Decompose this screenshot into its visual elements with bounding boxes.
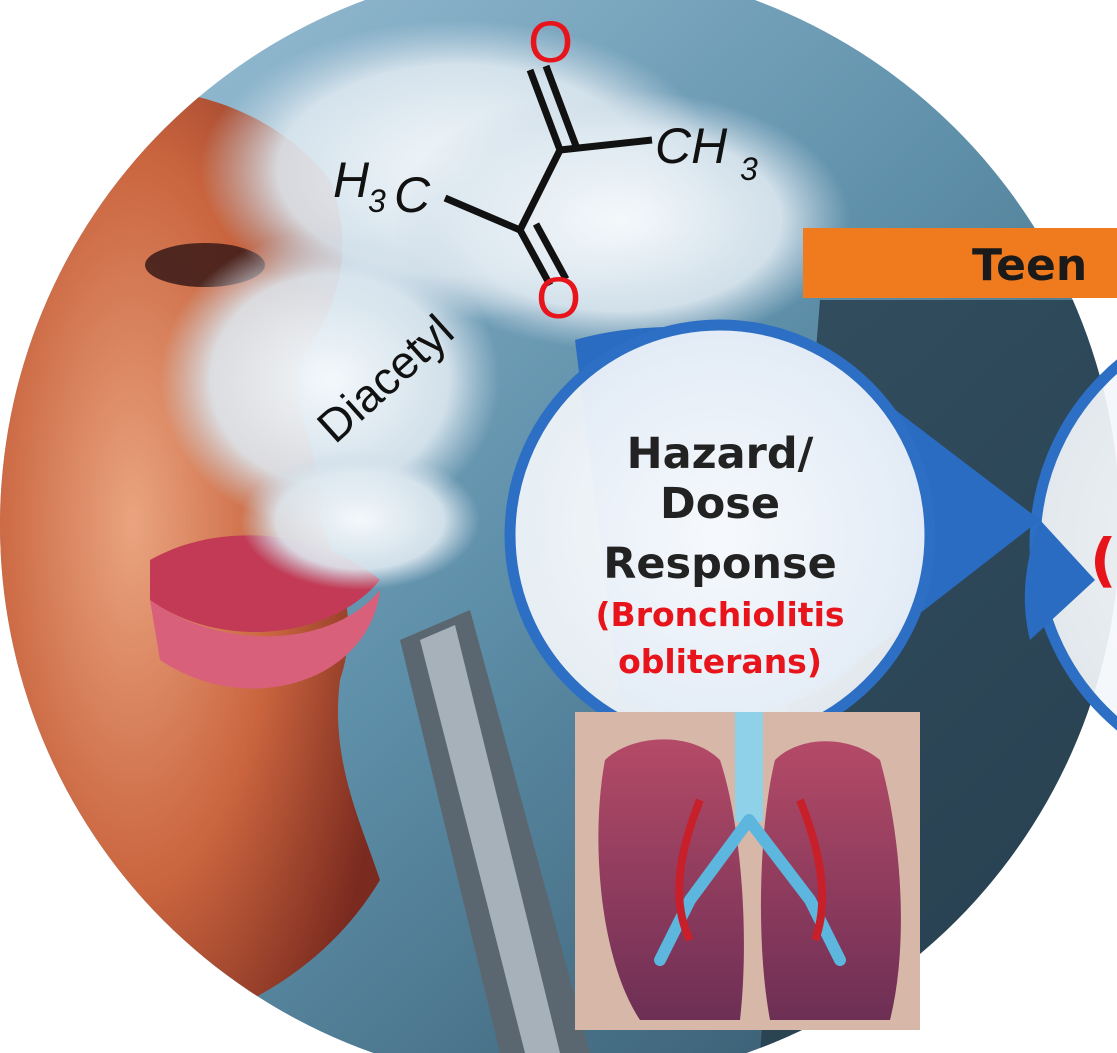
methyl-left-c-label: C bbox=[394, 167, 431, 223]
step1-line2: Dose bbox=[660, 479, 780, 529]
teen-banner bbox=[803, 228, 1117, 298]
methyl-right-subscript: 3 bbox=[740, 151, 758, 187]
step1-detail1: (Bronchiolitis bbox=[595, 595, 844, 634]
teen-banner-label: Teen bbox=[972, 240, 1087, 291]
oxygen-bottom-label: O bbox=[536, 266, 581, 331]
methyl-right-label: CH bbox=[655, 118, 728, 174]
step1-line3: Response bbox=[603, 539, 837, 589]
step1-detail2: obliterans) bbox=[618, 642, 822, 681]
methyl-left-h-label: H bbox=[333, 152, 370, 208]
step1-line1: Hazard/ bbox=[627, 429, 814, 479]
step2-partial-glyph: ( bbox=[1090, 526, 1117, 594]
methyl-left-subscript: 3 bbox=[368, 183, 386, 219]
arrow-tip bbox=[1024, 520, 1095, 640]
step1-shape bbox=[504, 319, 1095, 751]
lungs-illustration bbox=[575, 712, 920, 1030]
oxygen-top-label: O bbox=[528, 10, 573, 75]
diacetyl-structure bbox=[443, 64, 653, 287]
step1-circle bbox=[504, 319, 936, 751]
